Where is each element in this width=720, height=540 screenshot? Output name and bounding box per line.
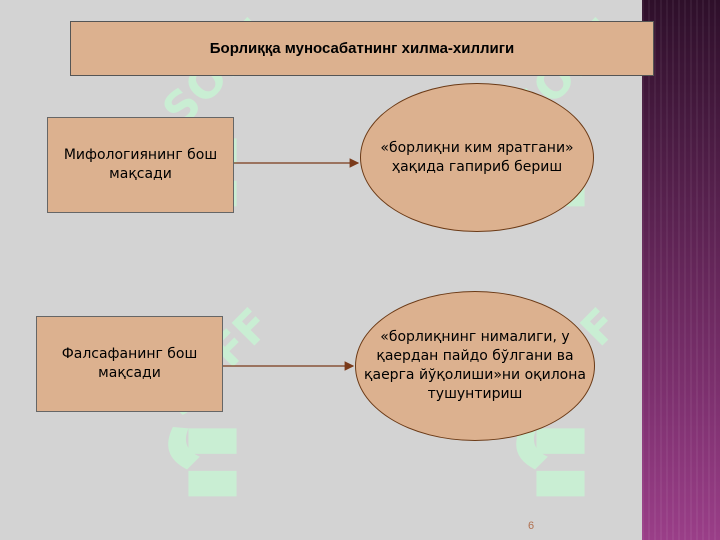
mythology-subject-box: Мифологиянинг бош мақсади [47,117,234,213]
philosophy-goal-text: «борлиқнинг нималиги, у қаердан пайдо бў… [364,329,586,402]
side-band-decoration [642,0,720,540]
mythology-goal-ellipse: «борлиқни ким яратгани» ҳақида гапириб б… [360,83,594,232]
mythology-goal-text: «борлиқни ким яратгани» ҳақида гапириб б… [380,139,574,175]
slide-title: Борлиққа муносабатнинг хилма-хиллиги [209,40,515,57]
mythology-subject-text: Мифологиянинг бош мақсади [63,147,218,182]
slide-title-box: Борлиққа муносабатнинг хилма-хиллиги [70,21,654,76]
philosophy-goal-ellipse: «борлиқнинг нималиги, у қаердан пайдо бў… [355,291,595,441]
philosophy-subject-box: Фалсафанинг бош мақсади [36,316,223,412]
page-number: 6 [528,520,535,532]
philosophy-subject-text: Фалсафанинг бош мақсади [61,346,198,381]
